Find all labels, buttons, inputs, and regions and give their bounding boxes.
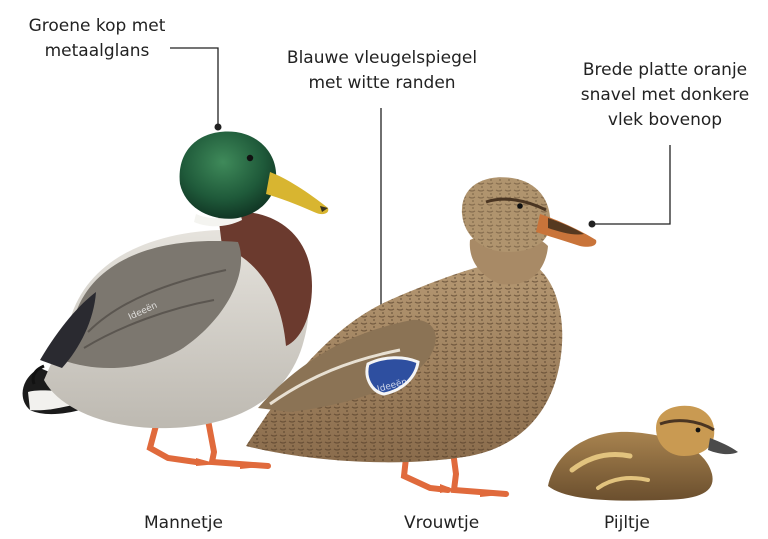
- female-caption: Vrouwtje: [404, 513, 479, 533]
- bill-leader-line: [594, 145, 670, 224]
- bill-leader-dot: [589, 221, 596, 228]
- head-leader-dot: [215, 124, 222, 131]
- duckling-caption: Pijltje: [604, 513, 650, 533]
- duckling: [548, 406, 738, 501]
- male-caption: Mannetje: [144, 513, 223, 533]
- head-leader-line: [170, 48, 218, 125]
